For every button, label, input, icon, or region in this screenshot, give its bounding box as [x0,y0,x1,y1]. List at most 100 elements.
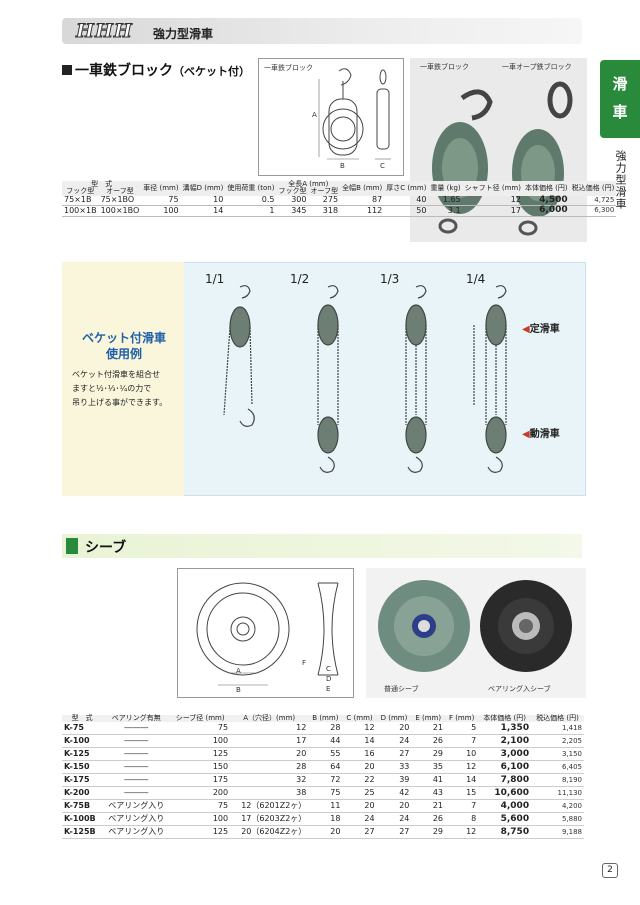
cell-dia: 75 [217,723,229,733]
sheave-accent-bar [66,538,78,554]
cell-model: K-175 [64,775,90,785]
sheave-section-band [62,534,582,558]
fixed-pulley-text: 定滑車 [529,324,560,335]
cell-weight: 3.1 [447,205,461,215]
sheave-dim-e: E [326,685,331,693]
cell-shaft: 12 [510,195,521,205]
cell-a: 20（6204Z2ヶ） [241,827,307,837]
cell-b: 75 [330,788,341,798]
sheave-photo-label-2: ベアリング入シーブ [488,685,551,693]
dim-a-label: A [312,111,317,119]
block-drawing-icon [318,68,391,160]
sheave-photo-icon [378,580,572,672]
th-d: D (mm) [376,714,412,723]
th-len-hook: フック型 [276,187,309,196]
th-weight: 重量 (kg) [428,181,463,196]
side-category-tab[interactable]: 滑 車 [600,60,640,138]
cell-width: 112 [366,205,383,215]
cell-load: 0.5 [261,195,275,205]
cell-e: 41 [432,775,444,785]
cell-tax: 5,880 [561,815,582,824]
cell-bearing: ――― [124,723,149,733]
cell-len-of: 318 [322,205,339,215]
cell-tax: 3,150 [561,750,582,759]
cell-thick: 50 [416,205,427,215]
th-f: F (mm) [445,714,479,723]
cell-b: 28 [330,723,341,733]
cell-b: 44 [330,736,341,746]
th-hook: フック型 [62,187,99,196]
moving-pulley-label: ◀動滑車 [522,425,560,440]
block-section-title: 一車鉄ブロック（ベケット付） [62,60,250,80]
cell-bearing: ――― [124,736,149,746]
th-shaft: シャフト径 (mm) [462,181,523,196]
cell-d: 24 [399,736,410,746]
cell-f: 5 [471,723,477,733]
fixed-pulley-label: ◀定滑車 [522,320,560,335]
usage-description: ベケット付滑車を組合せ ますと½･⅓･¼の力で 吊り上げる事ができます。 [72,368,182,410]
cell-model: K-75B [64,801,91,811]
pulley-usage-illustration [223,285,507,473]
cell-c: 16 [364,749,375,759]
cell-model: K-75 [64,723,84,733]
cell-dia: 150 [212,762,229,772]
cell-load: 1 [269,205,275,215]
th-load: 使用荷重 (ton) [225,181,277,196]
header-subtitle: 強力型滑車 [153,27,214,41]
cell-f: 8 [471,814,477,824]
side-vertical-label: 強力型滑車 [614,150,627,210]
cell-c: 14 [364,736,375,746]
cell-tax: 4,725 [594,195,615,204]
cell-c: 20 [364,762,375,772]
cell-len-of: 275 [322,195,339,205]
table-row: 100×1B 100×1BO 100 14 1 345 318 112 50 3… [62,205,617,217]
cell-thick: 40 [416,195,427,205]
th-thick: 厚さC (mm) [384,181,429,196]
cell-e: 26 [432,814,444,824]
block-diagram-label: 一車鉄ブロック [264,64,313,72]
cell-c: 12 [364,723,375,733]
cell-dia: 75 [168,195,179,205]
th-price: 本体価格 (円) [522,181,570,196]
cell-d: 24 [399,814,410,824]
cell-b: 20 [330,827,341,837]
th-length: 全長A (mm) [276,180,341,189]
cell-bearing: ベアリング入り [108,801,165,811]
page-number: 2 [602,863,618,878]
sheave-diagram: A B C D E F [177,568,354,698]
cell-a: 12 [296,723,307,733]
moving-pulley-text: 動滑車 [529,429,560,440]
cell-price: 3,000 [500,749,530,760]
cell-d: 27 [399,749,410,759]
cell-b: 18 [330,814,341,824]
usage-title-line1: ベケット付滑車 [81,331,166,345]
dim-b-label: B [340,162,345,170]
cell-c: 27 [364,827,375,837]
cell-a: 20 [296,749,307,759]
th-tax: 税込価格 (円) [569,181,617,196]
th-dia: シーブ径 (mm) [170,714,231,723]
usage-desc-line2: ますと½･⅓･¼の力で [72,384,152,393]
cell-f: 12 [466,827,477,837]
th-tax: 税込価格 (円) [531,714,584,723]
cell-price: 1,350 [500,723,530,734]
cell-tax: 9,188 [561,828,582,837]
ratio-label: 1/3 [380,272,400,286]
cell-dia: 125 [212,749,229,759]
usage-title-line2: 使用例 [105,347,142,361]
cell-shaft: 17 [510,205,521,215]
th-c: C (mm) [342,714,377,723]
cell-price: 8,750 [500,827,530,838]
cell-price: 5,600 [500,814,530,825]
cell-e: 35 [432,762,444,772]
sheave-spec-table: 型 式 ベアリング有無 シーブ径 (mm) A（穴径）(mm) B (mm) C… [62,714,584,839]
cell-f: 15 [466,788,477,798]
cell-d: 39 [399,775,410,785]
dim-c-label: C [380,162,385,170]
